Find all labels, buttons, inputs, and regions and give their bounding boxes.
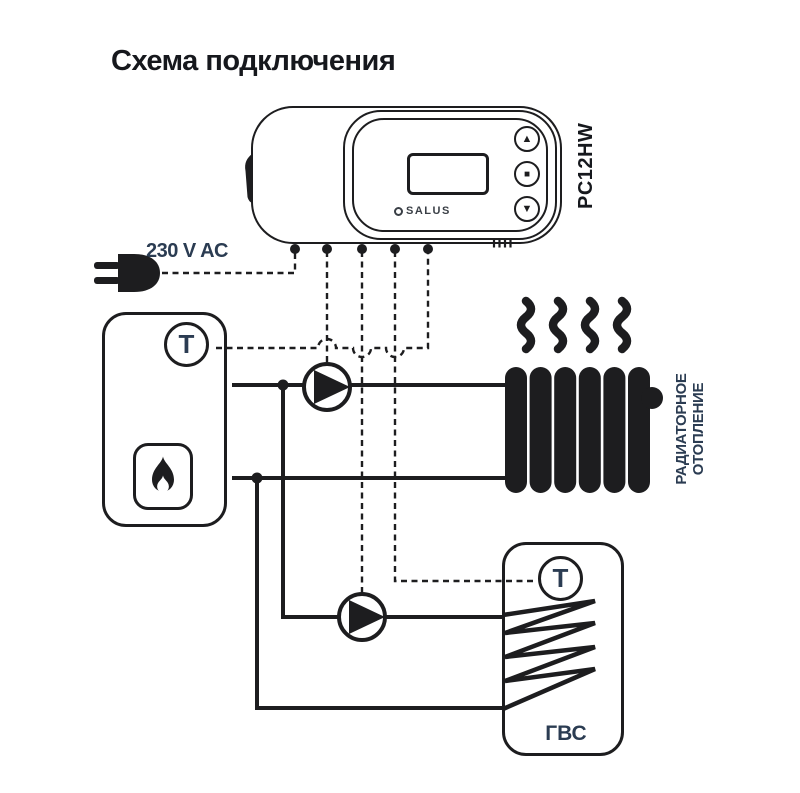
terminal-dot	[357, 244, 367, 254]
wire-tank-sensor	[393, 251, 537, 583]
pump-2-icon	[337, 592, 387, 642]
pipes	[232, 379, 505, 710]
model-label: PC12HW	[575, 122, 597, 210]
square-icon: ■	[523, 168, 531, 180]
pipe-junction-dot	[277, 379, 289, 391]
page-title: Схема подключения	[111, 45, 396, 77]
brand-label: SALUS	[406, 205, 451, 217]
burner-box	[133, 443, 193, 510]
radiator-fin	[505, 367, 527, 493]
controller-terminals	[290, 244, 433, 254]
up-arrow-icon: ▲	[521, 133, 533, 145]
terminal-dot	[322, 244, 332, 254]
radiator-fin	[554, 367, 577, 493]
radiator-label-line1: РАДИАТОРНОЕ	[673, 373, 690, 485]
wire-boiler-sensor	[216, 251, 430, 359]
heat-waves-icon	[516, 296, 632, 354]
radiator-fin	[578, 367, 601, 493]
radiator-label: РАДИАТОРНОЕ ОТОПЛЕНИЕ	[673, 364, 709, 494]
down-arrow-icon: ▼	[521, 203, 533, 215]
device-button-ok: ■	[514, 161, 540, 187]
salus-logo: SALUS	[394, 205, 484, 217]
radiator-label-line2: ОТОПЛЕНИЕ	[690, 382, 707, 476]
pump-1-icon	[302, 362, 352, 412]
flame-icon	[152, 455, 174, 493]
radiator-fin	[628, 367, 650, 493]
lcd-display	[407, 153, 489, 195]
sensor-label: T	[552, 563, 569, 593]
radiator-icon	[505, 367, 663, 493]
terminal-dot	[423, 244, 433, 254]
radiator-valve	[641, 387, 663, 409]
salus-logo-icon	[394, 206, 403, 216]
power-label: 230 V AC	[146, 240, 228, 262]
terminal-dot	[390, 244, 400, 254]
radiator-fin	[529, 367, 552, 493]
controller-front-panel-inner	[352, 118, 548, 232]
sensor-label: T	[178, 329, 195, 359]
tank-label: ГВС	[545, 722, 587, 745]
pipe-junction-dot	[251, 472, 263, 484]
boiler-temp-sensor: T	[164, 322, 209, 367]
terminal-dot	[290, 244, 300, 254]
device-button-down: ▼	[514, 196, 540, 222]
device-button-up: ▲	[514, 126, 540, 152]
tank-temp-sensor: T	[538, 556, 583, 601]
radiator-fin	[603, 367, 626, 493]
